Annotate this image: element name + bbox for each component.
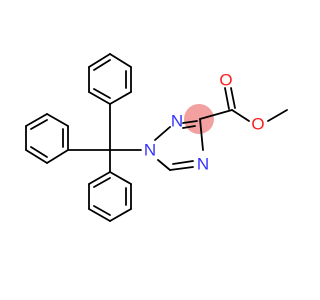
atom-labels: N N N O O <box>144 71 265 174</box>
bond-n1-n2 <box>154 126 171 141</box>
bond-o2-ch3 <box>267 109 288 122</box>
highlight-disc <box>184 104 214 134</box>
bond-n2-c3 <box>182 120 198 124</box>
bond-ccarb-o1 <box>224 87 230 110</box>
bond-ph1-d <box>109 91 132 105</box>
bond-ph2-b <box>46 113 69 127</box>
bond-ph2-d <box>46 149 69 164</box>
bond-ph1-e <box>88 91 111 105</box>
bond-c3-n4 <box>199 118 204 151</box>
atom-n2: N <box>171 112 183 131</box>
bond-n4-c5-dbl <box>172 160 194 165</box>
bond-ph3-b <box>109 171 132 185</box>
atom-n1: N <box>144 141 156 160</box>
bond-ccarb-o1-dbl <box>230 87 236 109</box>
atom-o-carbonyl: O <box>219 71 232 90</box>
bond-ph3-d <box>109 208 132 222</box>
bond-ph3-dbl1 <box>93 177 111 188</box>
bond-ph1-a <box>88 53 111 68</box>
bond-ph3-e <box>88 208 111 222</box>
bond-ph1-b <box>109 53 132 68</box>
bond-c3-ccarb <box>199 109 233 120</box>
bond-n2-c3-dbl <box>182 125 196 129</box>
bond-ph1-dbl1 <box>93 59 111 71</box>
bond-ph2-dbl3 <box>30 146 48 158</box>
bonds <box>25 53 288 222</box>
bond-ph2-dbl1 <box>30 119 48 130</box>
bond-ph1-dbl3 <box>93 88 111 99</box>
bond-ph3-a <box>88 171 111 185</box>
bond-n4-c5 <box>169 166 194 171</box>
atom-n4: N <box>197 155 209 174</box>
molecule-diagram: N N N O O <box>25 53 288 222</box>
atom-o-ester: O <box>251 115 264 134</box>
bond-ccarb-o2 <box>231 109 250 122</box>
bond-ph2-a <box>25 113 48 127</box>
bond-ph3-dbl3 <box>93 205 111 216</box>
bond-c5-n1 <box>157 159 171 171</box>
bond-ph2-e <box>25 149 48 164</box>
